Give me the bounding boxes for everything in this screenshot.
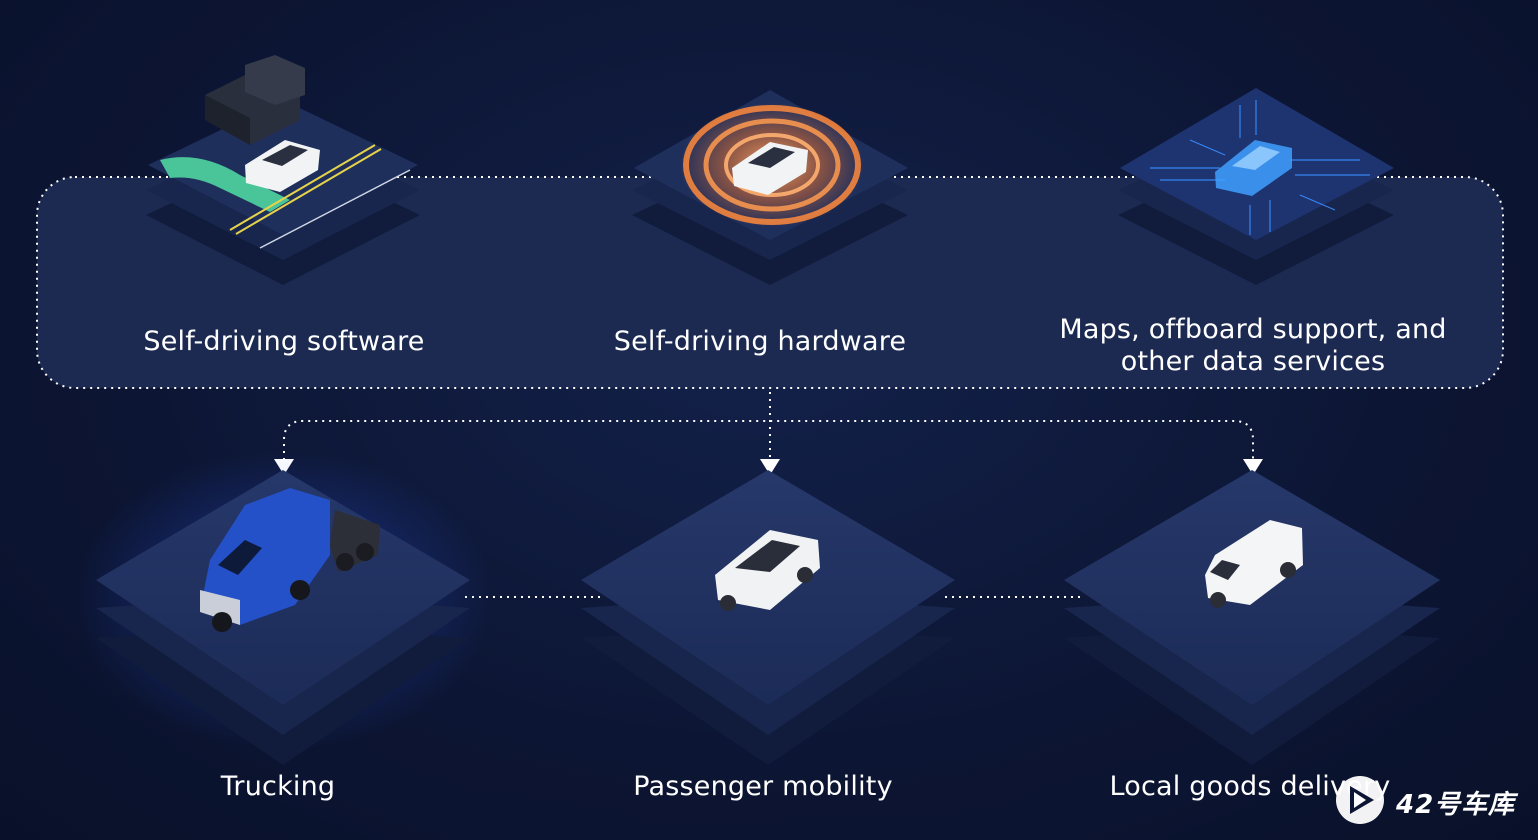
top-tile-software: [146, 55, 420, 285]
bottom-tile-passenger: [581, 470, 955, 765]
label-trucking: Trucking: [220, 771, 336, 802]
top-tile-hardware: [632, 90, 908, 285]
watermark-logo: 42号车库: [1330, 770, 1530, 830]
car-icon: [732, 142, 808, 195]
car-icon: [245, 140, 320, 192]
label-data-services-line1: Maps, offboard support, and: [1059, 314, 1447, 345]
label-self-driving-hardware: Self-driving hardware: [613, 326, 907, 357]
building-icon: [205, 55, 305, 145]
label-data-services-line2: other data services: [1120, 346, 1386, 377]
top-tile-data-services: [1118, 88, 1394, 285]
label-self-driving-software: Self-driving software: [143, 326, 425, 357]
label-passenger-mobility: Passenger mobility: [633, 771, 893, 802]
delivery-van-icon: [1205, 520, 1303, 608]
bottom-tile-delivery: [1064, 470, 1440, 765]
car-icon: [1215, 140, 1292, 196]
watermark-text: 42号车库: [1396, 790, 1516, 820]
minivan-icon: [715, 530, 820, 611]
play-logo-icon: [1336, 776, 1384, 824]
bottom-tile-trucking: [96, 470, 470, 765]
truck-icon: [200, 488, 380, 632]
